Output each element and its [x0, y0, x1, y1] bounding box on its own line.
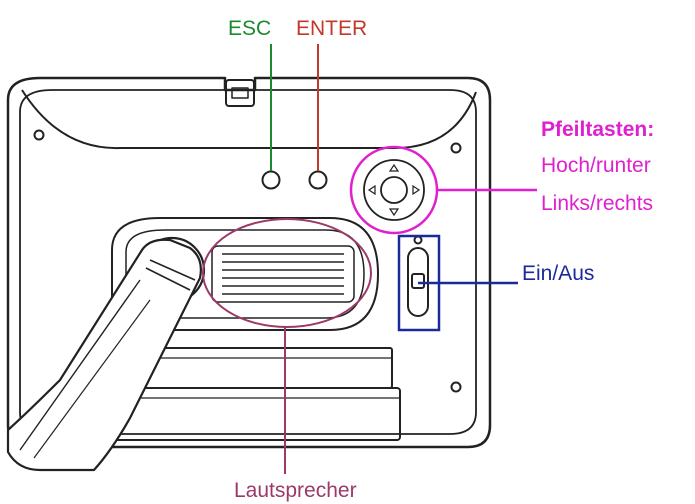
- enter-label: ENTER: [296, 17, 368, 40]
- speaker-highlight: [202, 218, 372, 328]
- speaker-grille-slots: [222, 253, 344, 295]
- arrow-keys-left-right-label: Links/rechts: [541, 192, 654, 215]
- arrow-keys-up-down-label: Hoch/runter: [541, 154, 651, 177]
- arrow-keys-title: Pfeiltasten:: [541, 118, 655, 141]
- esc-label: ESC: [228, 17, 272, 40]
- speaker-housing: [111, 217, 380, 331]
- speaker-label: Lautsprecher: [234, 479, 357, 502]
- arrow-pad: [363, 159, 425, 221]
- screw-holes: [33, 129, 462, 393]
- stand: [6, 236, 206, 472]
- device-body: [6, 76, 492, 449]
- power-label: Ein/Aus: [522, 262, 595, 285]
- power-switch: [407, 235, 429, 317]
- enter-button-shape: [308, 170, 328, 190]
- esc-button-shape: [261, 170, 281, 190]
